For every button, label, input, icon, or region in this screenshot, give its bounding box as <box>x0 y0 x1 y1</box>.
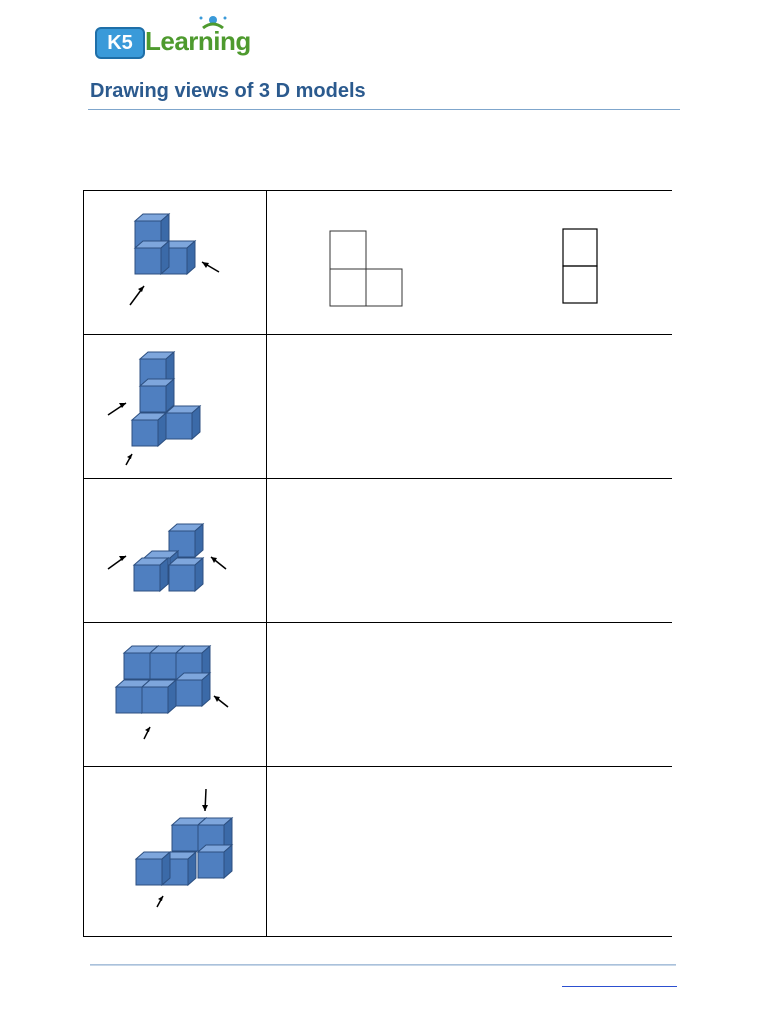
side-view-outline <box>562 228 598 304</box>
cube-model-drawing <box>107 523 227 592</box>
table-row <box>83 478 672 623</box>
views-cell <box>266 190 672 335</box>
views-cell <box>266 478 672 623</box>
logo-person-icon <box>199 16 227 30</box>
views-cell <box>266 622 672 767</box>
front-view-outline <box>329 230 403 307</box>
table-row <box>83 334 672 479</box>
page-title: Drawing views of 3 D models <box>90 80 366 102</box>
table-row <box>83 190 672 335</box>
model-cell <box>83 190 267 335</box>
views-cell <box>266 334 672 479</box>
k5-badge: K5 <box>95 27 145 59</box>
view-drawings <box>329 228 598 307</box>
title-divider <box>88 109 680 110</box>
cube-model-drawing <box>115 645 229 740</box>
views-table <box>83 190 672 937</box>
logo-wordmark: Learning <box>145 26 251 56</box>
cube-model-drawing <box>107 351 201 466</box>
footer-divider <box>90 964 676 966</box>
k5-learning-logo: K5 Learning <box>93 14 263 59</box>
views-cell <box>266 766 672 937</box>
model-cell <box>83 334 267 479</box>
cube-model-drawing <box>135 788 233 908</box>
table-row <box>83 766 672 937</box>
model-cell <box>83 766 267 937</box>
model-cell <box>83 478 267 623</box>
table-row <box>83 622 672 767</box>
footer-link-underline[interactable] <box>562 986 677 987</box>
model-cell <box>83 622 267 767</box>
cube-model-drawing <box>129 213 220 306</box>
